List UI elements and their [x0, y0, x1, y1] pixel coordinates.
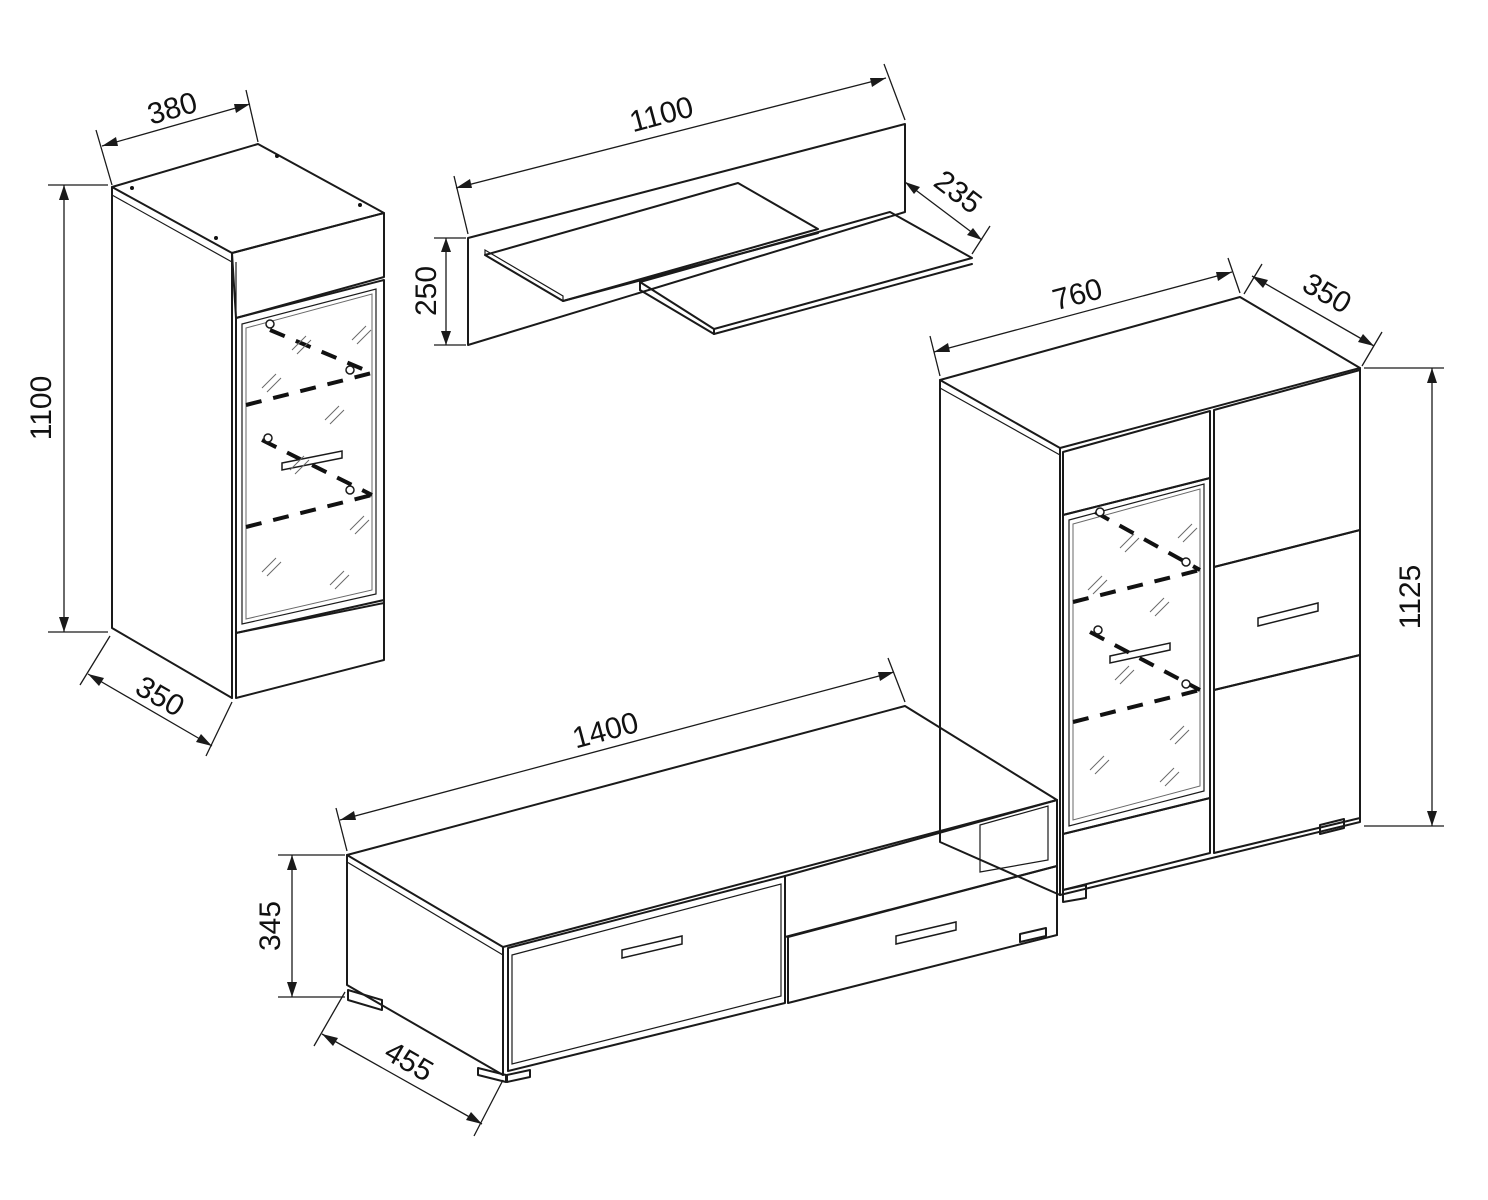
highboard-depth-label: 350 [1297, 267, 1357, 321]
glass-cabinet [111, 143, 385, 699]
highboard-width-label: 760 [1049, 272, 1106, 317]
tv-height-label: 345 [254, 901, 287, 951]
highboard-height-label: 1125 [1394, 565, 1427, 630]
cabinet-height-label: 1100 [25, 376, 58, 441]
dimension-lines [48, 63, 1444, 1137]
tv-width-label: 1400 [569, 706, 642, 755]
cabinet-depth-label: 350 [130, 670, 190, 724]
wall-shelf [467, 123, 973, 346]
shelf-width-label: 1100 [626, 91, 697, 140]
tv-depth-label: 455 [379, 1035, 439, 1089]
shelf-height-label: 250 [410, 266, 443, 316]
shelf-depth-label: 235 [928, 164, 988, 220]
cabinet-width-label: 380 [144, 86, 201, 132]
tv-stand [346, 705, 1058, 1083]
highboard [939, 296, 1361, 903]
